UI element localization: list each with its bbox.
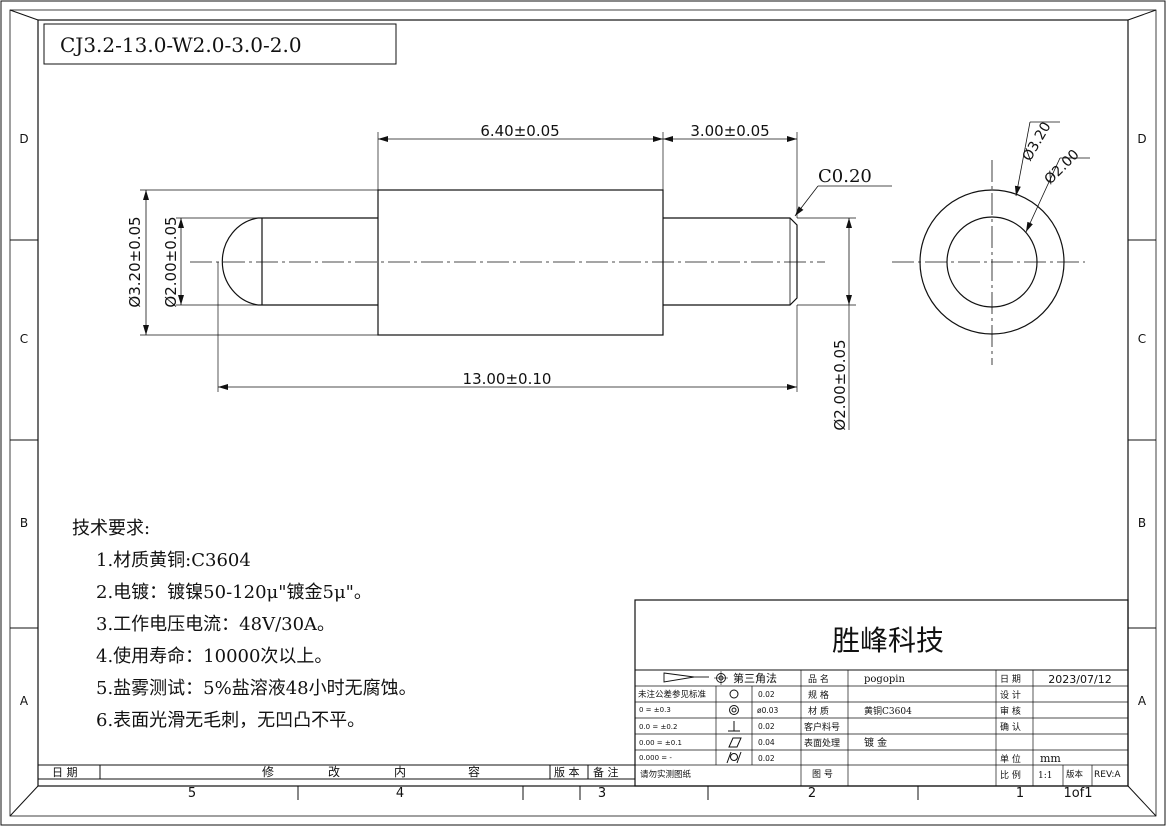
zone-letter-b-left: B <box>20 516 28 530</box>
concentricity-icon <box>729 705 739 715</box>
value-sheet: 1of1 <box>1063 786 1092 801</box>
label-customer-part: 客户料号 <box>804 721 840 733</box>
revision-content-label: 容 <box>468 764 480 779</box>
revision-date-label: 日 期 <box>52 766 78 779</box>
value-material: 黄铜C3604 <box>864 705 912 717</box>
value-rev: REV:A <box>1094 770 1121 780</box>
third-angle-projection-icon <box>663 671 728 685</box>
revision-content-label: 内 <box>394 765 406 779</box>
side-view-dimensions <box>140 132 892 430</box>
zone-letter-c-right: C <box>1138 332 1146 346</box>
requirements-title: 技术要求: <box>72 518 150 539</box>
gdt-value: 0.02 <box>758 722 775 731</box>
dim-outer-diameter: Ø3.20±0.05 <box>126 216 144 307</box>
circularity-icon <box>729 689 739 699</box>
tolerance-row: 0.000 = - <box>639 754 672 762</box>
requirement-item: 6.表面光滑无毛刺，无凹凸不平。 <box>96 710 365 731</box>
value-unit: mm <box>1040 752 1061 765</box>
part-number: CJ3.2-13.0-W2.0-3.0-2.0 <box>60 33 302 57</box>
dim-end-inner-diameter: Ø2.00 <box>1042 147 1083 188</box>
zone-letter-a-left: A <box>20 694 29 708</box>
zone-number-5: 5 <box>188 786 196 801</box>
label-spec: 规 格 <box>808 689 829 701</box>
requirement-item: 1.材质黄铜:C3604 <box>96 550 251 571</box>
tolerance-row: 0.0 = ±0.2 <box>639 723 677 731</box>
zone-letter-b-right: B <box>1138 516 1146 530</box>
value-name: pogopin <box>864 674 905 685</box>
label-confirm: 确 认 <box>1000 721 1021 733</box>
label-review: 审 核 <box>1000 705 1021 717</box>
zone-number-3: 3 <box>598 786 606 801</box>
dim-chamfer: C0.20 <box>818 166 872 187</box>
zone-number-4: 4 <box>396 786 404 801</box>
label-surface: 表面处理 <box>804 737 840 749</box>
gdt-value: 0.02 <box>758 754 775 763</box>
do-not-measure-note: 请勿实测图纸 <box>640 769 692 780</box>
revision-content-label: 修 <box>262 764 274 779</box>
revision-content-label: 改 <box>328 765 340 779</box>
gdt-value: ø0.03 <box>757 706 779 715</box>
label-material: 材 质 <box>808 705 829 717</box>
tolerance-row: 0 = ±0.3 <box>639 706 671 714</box>
cylindricity-icon <box>726 751 742 764</box>
dim-tail-length: 3.00±0.05 <box>690 122 769 140</box>
label-design: 设 计 <box>1000 689 1021 701</box>
part-number-box <box>43 23 397 65</box>
value-scale: 1:1 <box>1038 771 1052 781</box>
requirement-item: 3.工作电压电流：48V/30A。 <box>96 614 335 635</box>
label-name: 品 名 <box>808 673 829 685</box>
zone-letter-c-left: C <box>20 332 28 346</box>
label-scale: 比 例 <box>1000 769 1021 781</box>
pin-end-view <box>892 121 1090 365</box>
requirement-item: 2.电镀：镀镍50-120μ"镀金5μ"。 <box>96 582 372 603</box>
revision-bar <box>38 764 635 780</box>
label-date: 日 期 <box>1000 674 1021 685</box>
dim-total-length: 13.00±0.10 <box>463 370 552 388</box>
pin-side-view <box>190 189 825 336</box>
dim-tail-diameter: Ø2.00±0.05 <box>831 339 849 430</box>
dim-head-diameter: Ø2.00±0.05 <box>162 216 180 307</box>
flatness-icon <box>728 737 742 748</box>
zone-letter-d-left: D <box>19 132 28 146</box>
zone-letter-a-right: A <box>1138 694 1147 708</box>
perpendicularity-icon <box>728 721 740 732</box>
zone-number-2: 2 <box>808 786 816 801</box>
tolerance-row: 0.00 = ±0.1 <box>639 739 682 747</box>
value-surface: 镀 金 <box>864 736 887 749</box>
requirement-item: 4.使用寿命：10000次以上。 <box>96 646 332 667</box>
revision-version-label: 版 本 <box>554 765 580 779</box>
tolerance-header: 未注公差参见标准 <box>638 689 707 700</box>
zone-letter-d-right: D <box>1137 132 1146 146</box>
dim-end-outer-diameter: Ø3.20 <box>1020 119 1055 164</box>
dim-body-length: 6.40±0.05 <box>480 122 559 140</box>
requirement-item: 5.盐雾测试：5%盐溶液48小时无腐蚀。 <box>96 678 417 699</box>
label-drawing-no: 图 号 <box>812 769 833 780</box>
title-block <box>634 599 1129 787</box>
label-unit: 单 位 <box>1000 753 1021 765</box>
company-name: 胜峰科技 <box>832 624 944 657</box>
revision-remark-label: 备 注 <box>593 765 619 779</box>
zone-number-1: 1 <box>1016 786 1024 801</box>
gdt-value: 0.02 <box>758 690 775 699</box>
gdt-value: 0.04 <box>758 738 775 747</box>
projection-label: 第三角法 <box>733 671 777 685</box>
value-date: 2023/07/12 <box>1048 673 1111 686</box>
label-version: 版本 <box>1066 769 1084 780</box>
